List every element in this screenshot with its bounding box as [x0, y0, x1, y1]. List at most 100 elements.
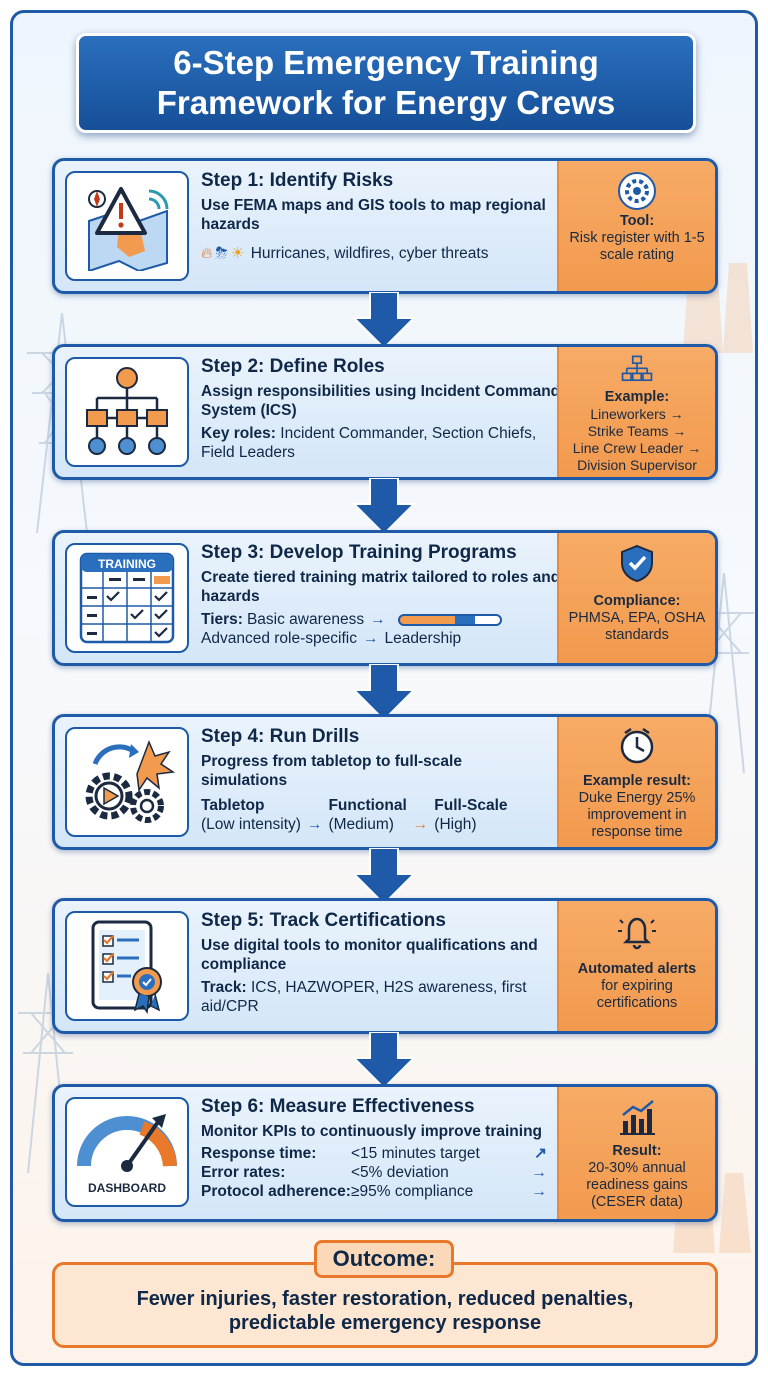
step-description: Create tiered training matrix tailored t…	[201, 569, 561, 605]
side-text: for expiring certifications	[596, 978, 678, 1011]
side-label: Compliance:	[593, 593, 681, 609]
kpi-name: Response time:	[201, 1145, 317, 1162]
arrow-right-icon: →	[531, 1183, 548, 1200]
kpi-row: Response time: <15 minutes target ↗	[201, 1144, 553, 1163]
step-4-body: Step 4: Run Drills Progress from tableto…	[201, 725, 571, 834]
role-chain-3: Line Crew Leader →	[572, 440, 702, 456]
kpi-row: Error rates: <5% deviation →	[201, 1163, 553, 1182]
step-5-body: Step 5: Track Certifications Use digital…	[201, 909, 561, 1016]
drill-level: (High)	[434, 816, 477, 833]
role-chain-1: Lineworkers →	[590, 406, 684, 422]
step-5-card: Step 5: Track Certifications Use digital…	[52, 898, 718, 1034]
icon-label: DASHBOARD	[88, 1181, 166, 1195]
arrow-right-icon: →	[531, 1164, 548, 1181]
clock-icon	[620, 727, 654, 764]
title-line-1: 6-Step Emergency Training	[173, 44, 599, 81]
drill-full-scale: Full-Scale (High)	[434, 796, 507, 834]
key-roles: Key roles: Incident Commander, Section C…	[201, 424, 561, 462]
step-5-alerts-panel: Automated alerts for expiring certificat…	[557, 901, 715, 1031]
arrow-down-icon	[352, 1032, 416, 1090]
step-1-card: Step 1: Identify Risks Use FEMA maps and…	[52, 158, 718, 294]
kpi-name: Error rates:	[201, 1164, 286, 1181]
sun-icon: ☀︎	[230, 245, 245, 262]
step-title: Step 2: Define Roles	[201, 356, 385, 377]
arrow-right-icon: →	[370, 611, 386, 628]
hazard-list: 🔥︎ ⛈︎ ☀︎ Hurricanes, wildfires, cyber th…	[201, 244, 561, 263]
side-label: Tool:	[619, 213, 655, 229]
drill-name: Tabletop	[201, 797, 265, 814]
drill-level: (Medium)	[328, 816, 394, 833]
drill-name: Functional	[328, 797, 407, 814]
arrow-down-icon	[352, 664, 416, 722]
drill-tabletop: Tabletop (Low intensity)	[201, 796, 301, 834]
step-3-compliance-panel: Compliance: PHMSA, EPA, OSHA standards	[557, 533, 715, 663]
arrow-right-icon: →	[306, 815, 323, 833]
side-text: Risk register with 1-5 scale rating	[569, 230, 705, 263]
step-title: Step 5: Track Certifications	[201, 910, 446, 931]
step-description: Use digital tools to monitor qualificati…	[201, 937, 538, 973]
warning-map-icon	[65, 171, 189, 281]
drill-functional: Functional (Medium)	[328, 796, 406, 834]
storm-icon: ⛈︎	[215, 245, 228, 262]
tier-leadership: Leadership	[384, 630, 462, 647]
kpi-value: <5% deviation	[351, 1164, 449, 1181]
step-1-tool-panel: Tool: Risk register with 1-5 scale ratin…	[557, 161, 715, 291]
step-6-card: DASHBOARD Step 6: Measure Effectiveness …	[52, 1084, 718, 1222]
step-1-body: Step 1: Identify Risks Use FEMA maps and…	[201, 169, 561, 263]
hierarchy-icon	[621, 355, 653, 382]
arrow-down-icon	[352, 478, 416, 536]
tier-advanced: Advanced role-specific	[201, 630, 357, 647]
outcome-line-2: predictable emergency response	[228, 1312, 542, 1334]
arrow-right-icon: →	[362, 630, 379, 647]
step-description: Use FEMA maps and GIS tools to map regio…	[201, 197, 546, 233]
page-title: 6-Step Emergency Training Framework for …	[76, 33, 696, 133]
step-description: Progress from tabletop to full-scale sim…	[201, 753, 462, 789]
hazard-text: Hurricanes, wildfires, cyber threats	[250, 245, 489, 262]
role-chain-4: Division Supervisor	[577, 457, 697, 473]
tier-row-1: Tiers: Basic awareness →	[201, 610, 591, 629]
role-chain-2: Strike Teams →	[587, 423, 687, 439]
side-text: Duke Energy 25% improvement in response …	[578, 790, 696, 840]
tier-progress-bar	[397, 613, 502, 626]
side-label: Result:	[612, 1143, 662, 1159]
tier-row-2: Advanced role-specific → Leadership	[201, 629, 591, 648]
gear-icon	[618, 172, 656, 210]
arrow-down-icon	[352, 848, 416, 906]
step-title: Step 1: Identify Risks	[201, 170, 394, 191]
kpi-name: Protocol adherence:	[201, 1183, 351, 1200]
gears-play-icon	[65, 727, 189, 837]
step-4-card: Step 4: Run Drills Progress from tableto…	[52, 714, 718, 850]
track-label: Track:	[201, 979, 247, 996]
training-matrix-icon: TRAINING	[65, 543, 189, 653]
arrow-right-icon: →	[412, 815, 429, 833]
shield-check-icon	[621, 544, 653, 583]
outcome-line-1: Fewer injuries, faster restoration, redu…	[136, 1288, 634, 1310]
drill-name: Full-Scale	[434, 797, 508, 814]
outcome-label: Outcome:	[314, 1240, 454, 1278]
step-3-body: Step 3: Develop Training Programs Create…	[201, 541, 591, 648]
step-title: Step 3: Develop Training Programs	[201, 542, 517, 563]
power-tower-icon	[694, 573, 754, 773]
side-text: PHMSA, EPA, OSHA standards	[568, 610, 706, 643]
bell-icon	[618, 917, 656, 950]
arrow-down-icon	[352, 292, 416, 350]
step-3-card: TRAINING Step 3: Develop Training Progra…	[52, 530, 718, 666]
power-tower-icon	[18, 973, 78, 1173]
dashboard-gauge-icon: DASHBOARD	[65, 1097, 189, 1207]
step-description: Monitor KPIs to continuously improve tra…	[201, 1123, 543, 1140]
track-list: Track: ICS, HAZWOPER, H2S awareness, fir…	[201, 978, 561, 1016]
key-roles-text: Incident Commander, Section Chiefs, Fiel…	[201, 425, 537, 461]
tablet-checklist-icon	[65, 911, 189, 1021]
side-text: 20-30% annual readiness gains (CESER dat…	[586, 1160, 688, 1210]
step-title: Step 6: Measure Effectiveness	[201, 1096, 475, 1117]
kpi-value: ≥95% compliance	[351, 1183, 474, 1200]
kpi-value: <15 minutes target	[351, 1145, 480, 1162]
org-chart-icon	[65, 357, 189, 467]
title-line-2: Framework for Energy Crews	[156, 84, 616, 121]
fire-icon: 🔥︎	[201, 245, 213, 262]
step-2-example-panel: Example: Lineworkers → Strike Teams → Li…	[557, 347, 715, 477]
tier-basic: Basic awareness	[246, 611, 365, 628]
tiers-label: Tiers:	[201, 611, 243, 628]
step-4-result-panel: Example result: Duke Energy 25% improvem…	[557, 717, 715, 847]
trend-up-icon: ↗	[534, 1145, 547, 1162]
